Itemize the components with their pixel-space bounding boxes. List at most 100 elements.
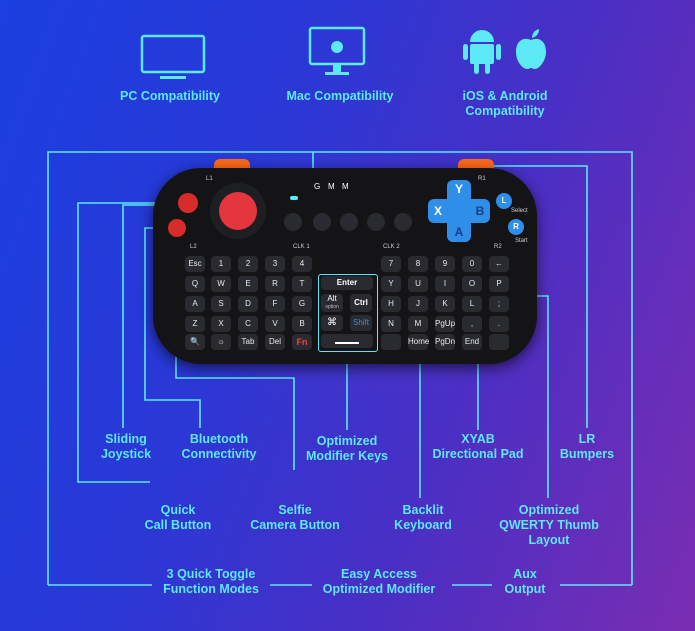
key[interactable]: 8 — [408, 256, 428, 272]
mac-compatibility-label: Mac Compatibility — [286, 89, 394, 103]
r-button[interactable]: R — [508, 219, 524, 235]
alt-key-sublabel: option — [325, 304, 339, 310]
xyab-directional-pad[interactable]: Y X B A — [428, 180, 490, 242]
sliding-joystick-label: Sliding Joystick — [100, 432, 152, 461]
key[interactable]: B — [292, 316, 312, 332]
shift-key[interactable]: Shift — [350, 315, 372, 331]
key[interactable]: 9 — [435, 256, 455, 272]
pad-y[interactable]: Y — [454, 182, 463, 196]
key[interactable]: J — [408, 296, 428, 312]
l1-label: L1 — [206, 176, 213, 182]
pad-x[interactable]: X — [433, 204, 442, 218]
key[interactable]: T — [292, 276, 312, 292]
easy-access-label: Easy Access Optimized Modifier — [322, 567, 436, 596]
key[interactable]: L — [462, 296, 482, 312]
key[interactable]: Y — [381, 276, 401, 292]
alt-key[interactable]: Alt option — [321, 294, 343, 312]
mac-monitor-icon — [308, 26, 366, 75]
key[interactable]: F — [265, 296, 285, 312]
l-button[interactable]: L — [496, 193, 512, 209]
pc-compatibility-label: PC Compatibility — [119, 89, 220, 103]
lr-bumpers-label: LR Bumpers — [559, 432, 615, 461]
key[interactable]: Fn — [292, 334, 312, 350]
key[interactable]: N — [381, 316, 401, 332]
key[interactable]: , — [462, 316, 482, 332]
key[interactable]: K — [435, 296, 455, 312]
modifier-keys-box — [318, 274, 378, 352]
key[interactable]: . — [489, 316, 509, 332]
key[interactable]: 2 — [238, 256, 258, 272]
cmd-key[interactable]: ⌘ — [321, 315, 343, 331]
key[interactable]: M — [408, 316, 428, 332]
key[interactable]: Del — [265, 334, 285, 350]
key[interactable]: X — [211, 316, 231, 332]
key[interactable]: P — [489, 276, 509, 292]
key[interactable]: 1 — [211, 256, 231, 272]
key[interactable]: ; — [489, 296, 509, 312]
back-button[interactable] — [394, 213, 412, 231]
backlit-keyboard-label: Backlit Keyboard — [394, 503, 452, 532]
selfie-camera-button-label: Selfie Camera Button — [250, 503, 340, 532]
selfie-camera-button[interactable] — [168, 219, 186, 237]
monitor-icon — [140, 34, 206, 79]
key[interactable]: I — [435, 276, 455, 292]
l2-label: L2 — [190, 244, 197, 250]
key[interactable]: PgDn — [435, 334, 455, 350]
key[interactable]: A — [185, 296, 205, 312]
key[interactable]: V — [265, 316, 285, 332]
optimized-qwerty-label: Optimized QWERTY Thumb Layout — [499, 503, 599, 547]
square-button[interactable] — [367, 213, 385, 231]
sliding-joystick[interactable] — [219, 192, 257, 230]
start-label: Start — [515, 238, 528, 244]
pad-b[interactable]: B — [475, 204, 485, 218]
key[interactable]: End — [462, 334, 482, 350]
quick-toggle-label: 3 Quick Toggle Function Modes — [163, 567, 259, 596]
enter-key[interactable]: Enter — [321, 276, 373, 290]
key[interactable]: O — [462, 276, 482, 292]
select-label: Select — [511, 208, 528, 214]
key[interactable]: Tab — [238, 334, 258, 350]
key[interactable]: S — [211, 296, 231, 312]
key[interactable]: C — [238, 316, 258, 332]
key[interactable]: 3 — [265, 256, 285, 272]
key[interactable]: D — [238, 296, 258, 312]
key[interactable]: G — [292, 296, 312, 312]
bluetooth-button[interactable] — [284, 213, 302, 231]
menu-button[interactable] — [340, 213, 358, 231]
key[interactable]: U — [408, 276, 428, 292]
key[interactable]: ← — [489, 256, 509, 272]
key[interactable]: PgUp — [435, 316, 455, 332]
ctrl-key[interactable]: Ctrl — [350, 294, 372, 312]
mode-label-m1: M — [328, 182, 335, 191]
android-icon — [463, 30, 501, 74]
mode-led — [290, 196, 298, 200]
mode-label-g: G — [314, 182, 321, 191]
key[interactable]: ☼ — [211, 334, 231, 350]
optimized-modifier-keys-label: Optimized Modifier Keys — [306, 434, 388, 463]
key[interactable]: 🔍 — [185, 334, 205, 350]
toggle-button-1[interactable] — [313, 213, 331, 231]
key[interactable]: E — [238, 276, 258, 292]
key[interactable]: R — [265, 276, 285, 292]
quick-call-button-label: Quick Call Button — [144, 503, 212, 532]
key[interactable]: W — [211, 276, 231, 292]
key[interactable]: H — [381, 296, 401, 312]
space-key[interactable] — [321, 334, 373, 348]
pad-a[interactable]: A — [454, 225, 464, 239]
clk2-label: CLK 2 — [383, 244, 400, 250]
key[interactable]: 4 — [292, 256, 312, 272]
key[interactable]: Q — [185, 276, 205, 292]
aux-output-label: Aux Output — [504, 567, 546, 596]
key[interactable]: 7 — [381, 256, 401, 272]
key[interactable] — [489, 334, 509, 350]
key[interactable]: 0 — [462, 256, 482, 272]
ios-android-compatibility-label: iOS & Android Compatibility — [462, 89, 548, 118]
key[interactable]: Esc — [185, 256, 205, 272]
key[interactable]: Z — [185, 316, 205, 332]
call-button[interactable] — [178, 193, 198, 213]
mode-label-m2: M — [342, 182, 349, 191]
key[interactable] — [381, 334, 401, 350]
space-bar-icon — [335, 342, 359, 344]
clk1-label: CLK 1 — [293, 244, 310, 250]
key[interactable]: Home — [408, 334, 429, 350]
